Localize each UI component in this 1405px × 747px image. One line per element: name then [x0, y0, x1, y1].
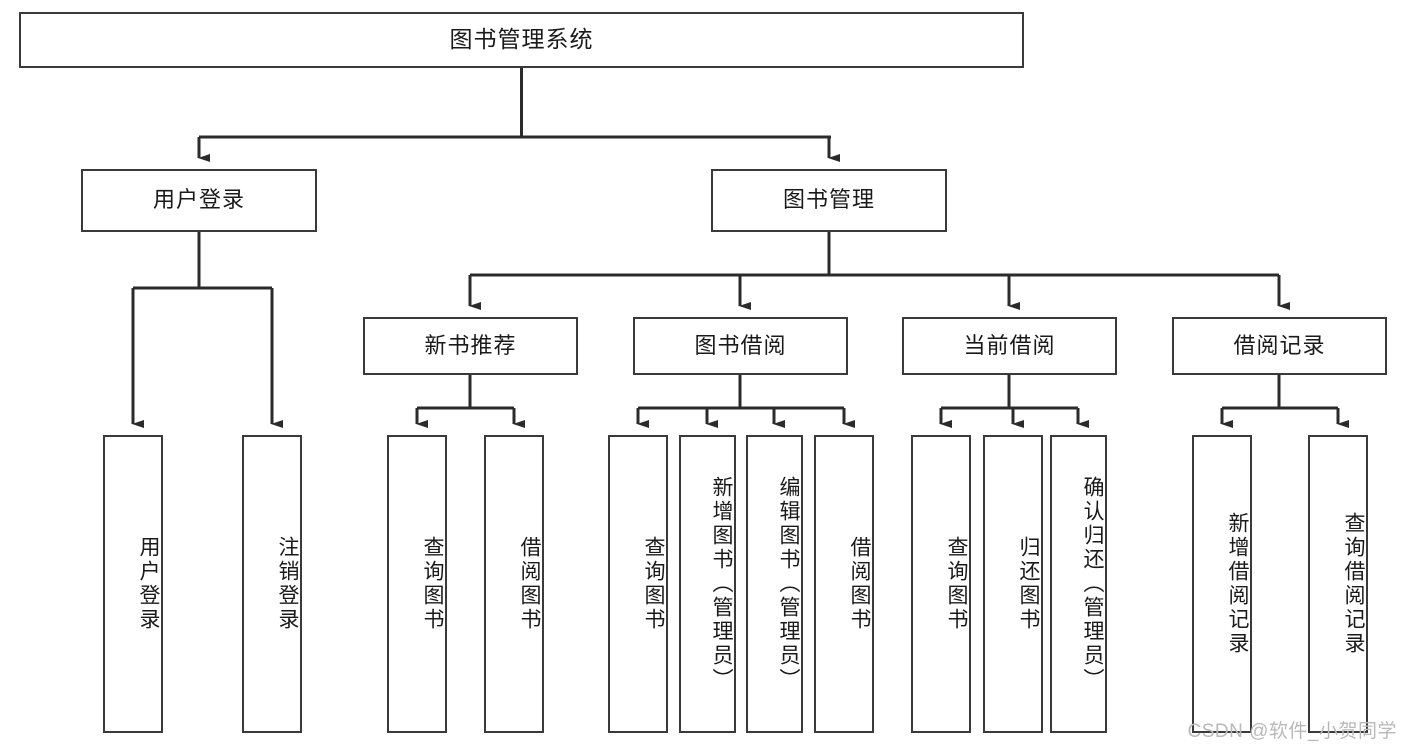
- node-leaf-user-logout-label: 注销登录: [276, 536, 299, 632]
- node-user-login[interactable]: 用户登录: [81, 169, 317, 232]
- node-book-borrow-label: 图书借阅: [694, 332, 787, 358]
- node-borrow-record[interactable]: 借阅记录: [1172, 317, 1387, 375]
- node-leaf-borrow-book-2-label: 借阅图书: [848, 536, 871, 632]
- node-leaf-query-book-2[interactable]: 查询图书: [608, 435, 668, 733]
- node-leaf-borrow-book-1[interactable]: 借阅图书: [484, 435, 544, 733]
- node-leaf-query-book-3[interactable]: 查询图书: [911, 435, 971, 733]
- node-leaf-user-login-label: 用户登录: [137, 536, 160, 632]
- node-leaf-query-record[interactable]: 查询借阅记录: [1308, 435, 1368, 733]
- node-leaf-add-record[interactable]: 新增借阅记录: [1192, 435, 1252, 733]
- node-root-label: 图书管理系统: [449, 26, 594, 53]
- node-leaf-add-record-label: 新增借阅记录: [1226, 512, 1249, 656]
- node-leaf-confirm-return[interactable]: 确认归还（管理员）: [1050, 435, 1107, 733]
- node-leaf-query-record-label: 查询借阅记录: [1342, 512, 1365, 656]
- node-root[interactable]: 图书管理系统: [19, 12, 1024, 68]
- node-leaf-query-book-1-label: 查询图书: [421, 536, 444, 632]
- node-leaf-edit-book[interactable]: 编辑图书（管理员）: [746, 435, 803, 733]
- node-borrow-record-label: 借阅记录: [1233, 332, 1326, 358]
- node-book-manage-label: 图书管理: [782, 187, 875, 213]
- node-leaf-return-book-label: 归还图书: [1017, 536, 1040, 632]
- node-book-borrow[interactable]: 图书借阅: [633, 317, 848, 375]
- node-leaf-query-book-2-label: 查询图书: [642, 536, 665, 632]
- node-leaf-borrow-book-1-label: 借阅图书: [518, 536, 541, 632]
- node-leaf-borrow-book-2[interactable]: 借阅图书: [814, 435, 874, 733]
- node-leaf-query-book-3-label: 查询图书: [945, 536, 968, 632]
- node-leaf-add-book-label: 新增图书（管理员）: [710, 476, 733, 692]
- node-leaf-confirm-return-label: 确认归还（管理员）: [1081, 476, 1104, 692]
- node-current-borrow[interactable]: 当前借阅: [902, 317, 1117, 375]
- node-new-book-rec-label: 新书推荐: [424, 332, 517, 358]
- node-leaf-user-login[interactable]: 用户登录: [103, 435, 163, 733]
- node-current-borrow-label: 当前借阅: [963, 332, 1056, 358]
- node-user-login-label: 用户登录: [152, 187, 245, 213]
- node-new-book-rec[interactable]: 新书推荐: [363, 317, 578, 375]
- node-leaf-query-book-1[interactable]: 查询图书: [387, 435, 447, 733]
- node-leaf-user-logout[interactable]: 注销登录: [242, 435, 302, 733]
- watermark: CSDN @软件_小贺同学: [1187, 721, 1397, 742]
- node-book-manage[interactable]: 图书管理: [711, 169, 947, 232]
- node-leaf-return-book[interactable]: 归还图书: [983, 435, 1043, 733]
- node-leaf-edit-book-label: 编辑图书（管理员）: [777, 476, 800, 692]
- node-leaf-add-book[interactable]: 新增图书（管理员）: [679, 435, 736, 733]
